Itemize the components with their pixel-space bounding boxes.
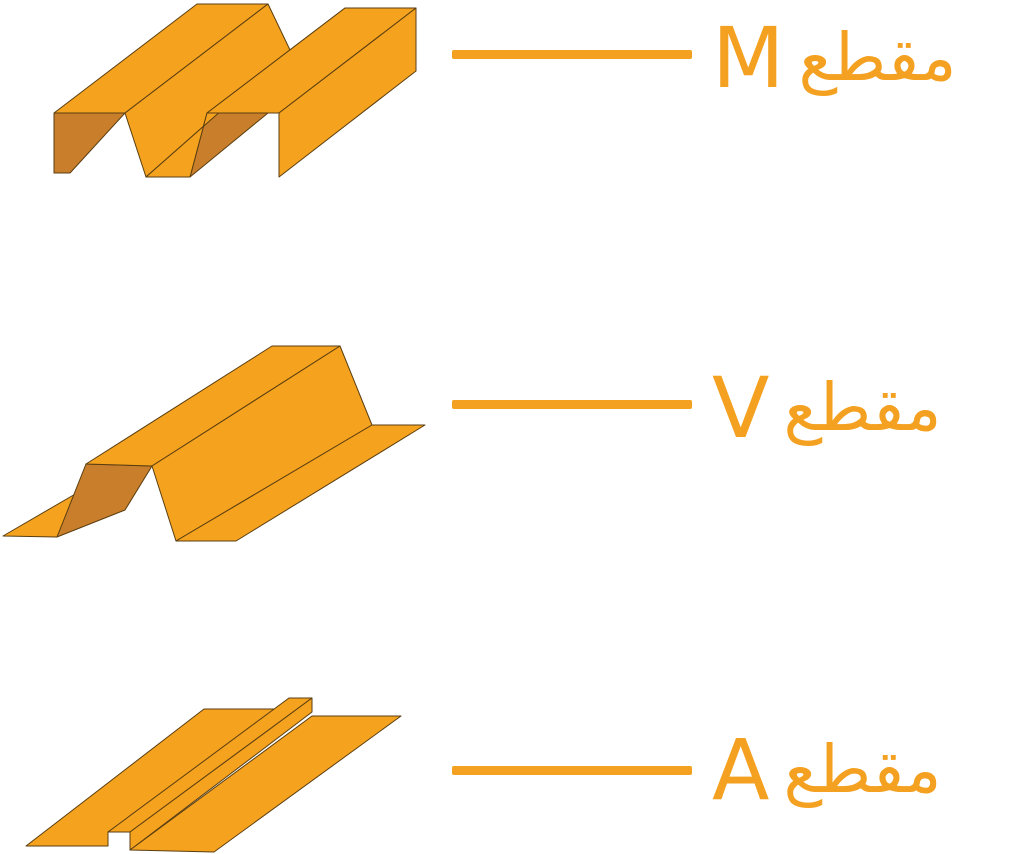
connector-line-a [452, 766, 692, 775]
profile-letter-v: V [712, 359, 770, 457]
m-left-side-face [53, 112, 126, 174]
a-right-flat-panel [129, 715, 402, 853]
profile-label-m: M مقطع [712, 8, 1012, 108]
profile-word-m: مقطع [798, 19, 957, 96]
profile-word-v: مقطع [783, 369, 942, 446]
connector-line-m [452, 50, 692, 59]
connector-line-v [452, 400, 692, 409]
profile-row-m: M مقطع [0, 0, 1024, 200]
profile-label-a: A مقطع [712, 720, 1012, 820]
v-left-dark-wall [56, 463, 153, 538]
m-profile-sheet-illustration [53, 3, 417, 178]
profile-label-v: V مقطع [712, 358, 1012, 458]
profile-letter-m: M [712, 9, 785, 107]
profile-letter-a: A [712, 721, 770, 819]
profile-row-a: A مقطع [0, 690, 1024, 854]
profile-word-a: مقطع [783, 731, 942, 808]
m-right-front-face [278, 7, 417, 178]
a-rib-front-face [129, 697, 313, 851]
a-profile-sheet-illustration [25, 697, 402, 853]
profile-row-v: V مقطع [0, 330, 1024, 560]
v-profile-sheet-illustration [2, 345, 426, 542]
v-right-flange [175, 424, 426, 542]
